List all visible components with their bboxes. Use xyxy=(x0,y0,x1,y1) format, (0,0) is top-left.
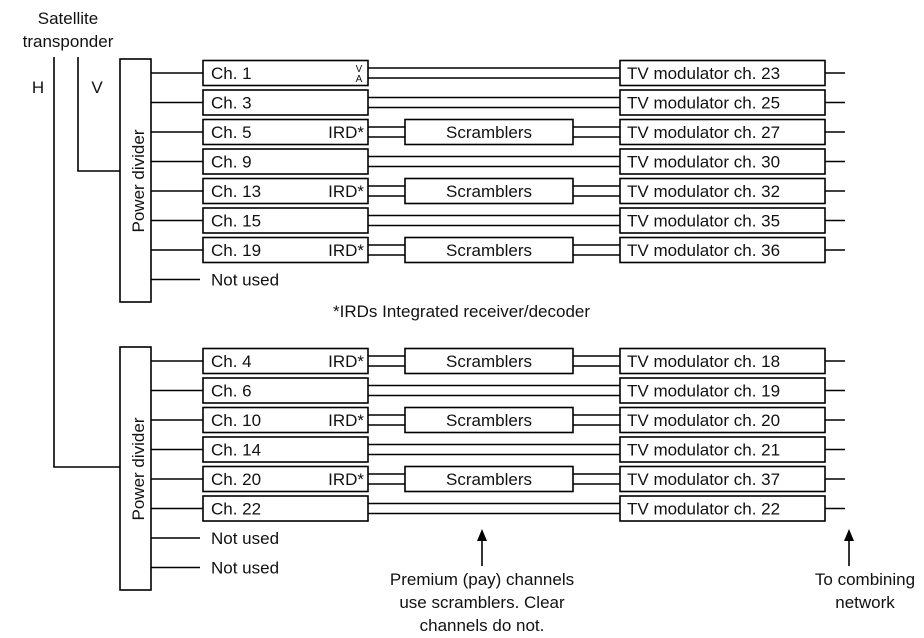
receiver-box xyxy=(202,495,369,522)
tv-modulator-label: TV modulator ch. 32 xyxy=(627,182,780,201)
polarization-v-label: V xyxy=(91,78,103,97)
receiver-box xyxy=(202,436,369,463)
tv-modulator-box xyxy=(619,177,826,205)
not-used-label: Not used xyxy=(211,559,279,578)
power-divider-top-label: Power divider xyxy=(129,129,148,232)
tv-modulator-label: TV modulator ch. 21 xyxy=(627,441,780,460)
receiver-box xyxy=(202,59,369,87)
scrambler-box xyxy=(404,236,574,264)
receiver-box xyxy=(202,377,369,404)
tv-modulator-label: TV modulator ch. 20 xyxy=(627,411,780,430)
not-used-label: Not used xyxy=(211,271,279,290)
receiver-box xyxy=(202,465,369,493)
scrambler-box xyxy=(404,118,574,146)
ird-footnote: *IRDs Integrated receiver/decoder xyxy=(333,302,590,321)
channel-label: Ch. 10 xyxy=(211,411,261,430)
receiver-box xyxy=(202,89,369,116)
channel-label: Ch. 22 xyxy=(211,500,261,519)
ird-label: IRD* xyxy=(328,352,364,371)
premium-arrow-head xyxy=(477,529,487,541)
power-divider-top xyxy=(119,58,152,303)
combining-note-line1: To combining xyxy=(815,570,915,589)
receiver-box xyxy=(202,177,369,205)
tv-modulator-box xyxy=(619,236,826,264)
ird-label: IRD* xyxy=(328,470,364,489)
premium-note-line3: channels do not. xyxy=(420,616,545,635)
receiver-box xyxy=(202,236,369,264)
scrambler-box xyxy=(404,465,574,493)
scrambler-box xyxy=(404,347,574,375)
power-divider-bottom-label: Power divider xyxy=(129,417,148,520)
h-feed-line xyxy=(53,57,120,468)
polarization-h-label: H xyxy=(32,78,44,97)
scrambler-label: Scramblers xyxy=(446,123,532,142)
scrambler-box xyxy=(404,406,574,434)
combining-arrow-head xyxy=(844,529,854,541)
v-feed-line xyxy=(77,57,120,172)
combining-note-line2: network xyxy=(835,593,895,612)
ird-label: IRD* xyxy=(328,182,364,201)
va-v-label: V xyxy=(356,64,363,75)
scrambler-label: Scramblers xyxy=(446,241,532,260)
tv-modulator-box xyxy=(619,377,826,404)
tv-modulator-label: TV modulator ch. 37 xyxy=(627,470,780,489)
tv-modulator-label: TV modulator ch. 18 xyxy=(627,352,780,371)
channel-label: Ch. 14 xyxy=(211,441,261,460)
channel-label: Ch. 19 xyxy=(211,241,261,260)
channel-label: Ch. 15 xyxy=(211,212,261,231)
tv-modulator-label: TV modulator ch. 30 xyxy=(627,153,780,172)
tv-modulator-label: TV modulator ch. 19 xyxy=(627,382,780,401)
tv-modulator-box xyxy=(619,347,826,375)
receiver-box xyxy=(202,406,369,434)
channel-label: Ch. 5 xyxy=(211,123,252,142)
receiver-box xyxy=(202,148,369,175)
satellite-label-line1: Satellite xyxy=(38,9,98,28)
premium-note-line2: use scramblers. Clear xyxy=(399,593,565,612)
premium-note-line1: Premium (pay) channels xyxy=(390,570,574,589)
tv-modulator-box xyxy=(619,148,826,175)
channel-rows: Ch. 1 VA TV modulator ch. 23 Ch. 3 TV modula… xyxy=(151,59,845,578)
receiver-box xyxy=(202,118,369,146)
channel-label: Ch. 1 xyxy=(211,64,252,83)
ird-label: IRD* xyxy=(328,123,364,142)
channel-label: Ch. 20 xyxy=(211,470,261,489)
not-used-label: Not used xyxy=(211,529,279,548)
receiver-box xyxy=(202,207,369,234)
power-divider-bottom xyxy=(119,346,152,591)
tv-modulator-box xyxy=(619,495,826,522)
satellite-label-line2: transponder xyxy=(23,32,114,51)
tv-modulator-box xyxy=(619,118,826,146)
tv-modulator-box xyxy=(619,436,826,463)
tv-modulator-box xyxy=(619,465,826,493)
va-a-label: A xyxy=(356,74,363,85)
tv-modulator-label: TV modulator ch. 27 xyxy=(627,123,780,142)
scrambler-label: Scramblers xyxy=(446,411,532,430)
tv-modulator-label: TV modulator ch. 25 xyxy=(627,94,780,113)
ird-label: IRD* xyxy=(328,411,364,430)
channel-label: Ch. 9 xyxy=(211,153,252,172)
channel-label: Ch. 13 xyxy=(211,182,261,201)
channel-label: Ch. 3 xyxy=(211,94,252,113)
channel-label: Ch. 6 xyxy=(211,382,252,401)
receiver-box xyxy=(202,347,369,375)
scrambler-label: Scramblers xyxy=(446,470,532,489)
tv-modulator-label: TV modulator ch. 35 xyxy=(627,212,780,231)
scrambler-box xyxy=(404,177,574,205)
ird-label: IRD* xyxy=(328,241,364,260)
scrambler-label: Scramblers xyxy=(446,182,532,201)
tv-modulator-label: TV modulator ch. 22 xyxy=(627,500,780,519)
tv-modulator-label: TV modulator ch. 36 xyxy=(627,241,780,260)
channel-label: Ch. 4 xyxy=(211,352,252,371)
tv-modulator-label: TV modulator ch. 23 xyxy=(627,64,780,83)
scrambler-label: Scramblers xyxy=(446,352,532,371)
